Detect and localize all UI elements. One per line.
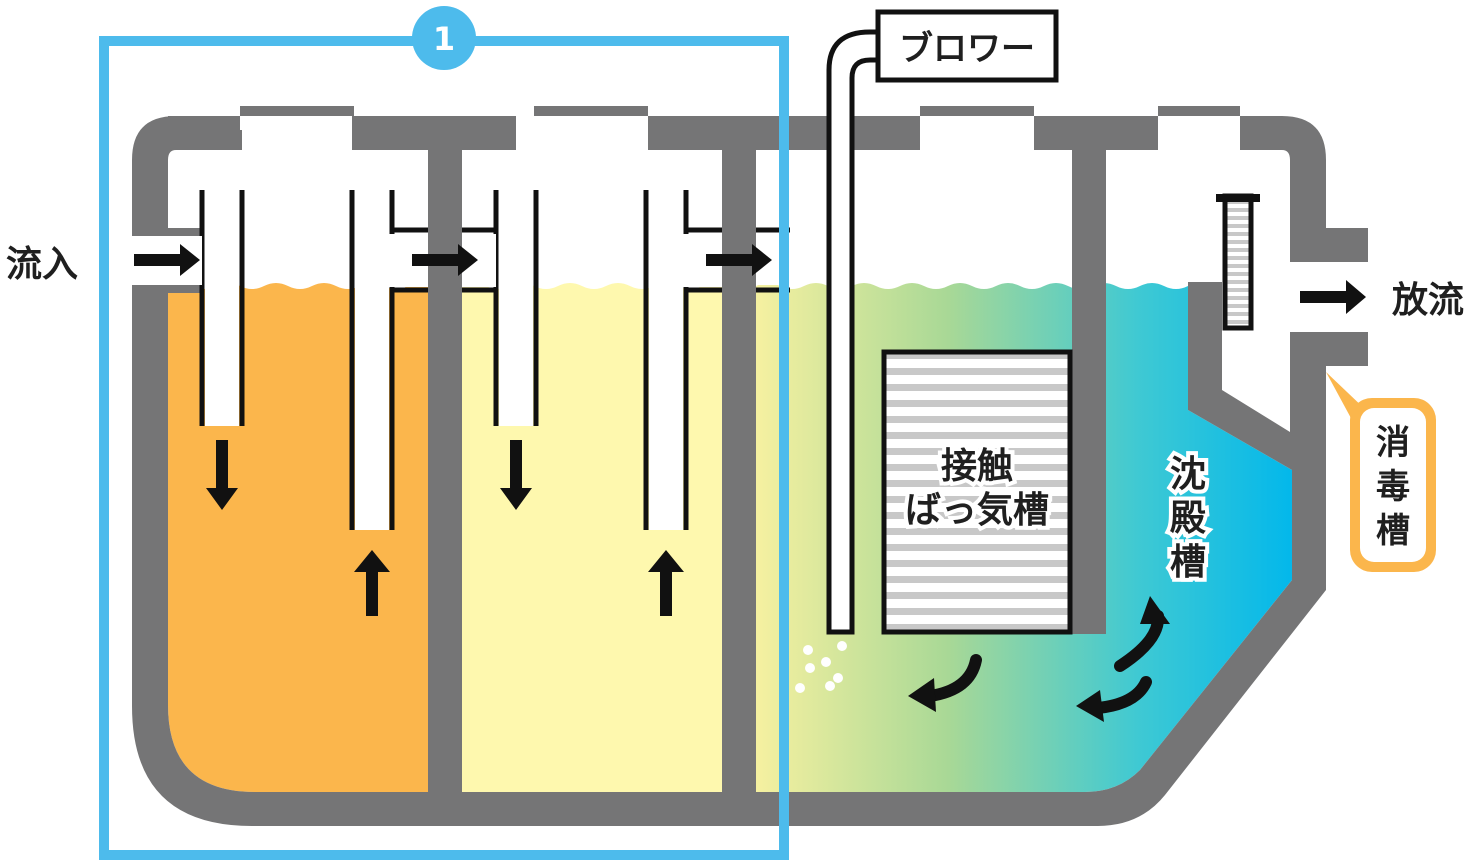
arrow-down-icon <box>500 440 532 510</box>
inlet-pipe-bottom <box>132 285 202 293</box>
lid-line <box>1158 106 1240 116</box>
flow-arrows <box>134 244 1366 616</box>
top-wall-segment <box>1034 116 1158 150</box>
disinfectant-tube-cap <box>1216 194 1260 202</box>
partition-3 <box>1072 150 1106 634</box>
contact-aeration-block: 接触 ばっ気槽 <box>881 349 1073 635</box>
sedimentation-char: 沈 <box>1170 454 1206 495</box>
inlet-pipe-top <box>132 228 202 236</box>
section-badge <box>412 6 476 70</box>
curved-arrow-icon <box>1092 676 1152 714</box>
inflow-label: 流入 <box>6 244 78 285</box>
tank-top-left-corner <box>132 116 222 228</box>
tank-top-right-corner <box>1240 116 1368 262</box>
disinfection-char: 槽 <box>1376 511 1410 551</box>
section-highlight: 1 <box>99 6 789 860</box>
sedimentation-char: 殿 <box>1170 498 1206 539</box>
disinfection-callout: 消 毒 槽 <box>1326 372 1436 572</box>
disinfection-char: 消 <box>1376 423 1410 463</box>
partition-1 <box>428 150 462 792</box>
contact-aeration-label-1: 接触 <box>941 446 1013 487</box>
lid-line <box>534 106 648 116</box>
lid-line <box>240 106 354 116</box>
air-bubbles <box>795 641 847 693</box>
pipe-interiors <box>168 150 786 530</box>
contact-media <box>881 349 1073 635</box>
disinfection-char: 毒 <box>1376 467 1410 507</box>
top-wall-segment <box>352 116 516 150</box>
curved-arrow-icon <box>924 654 982 702</box>
top-wall-segment <box>222 130 242 150</box>
blower-label: ブロワー <box>899 29 1035 69</box>
curved-arrow-heads <box>908 596 1170 722</box>
blower-label-box <box>875 9 1059 83</box>
right-outer-wall <box>1290 332 1326 462</box>
partition-2 <box>722 150 756 792</box>
arrow-right-icon <box>412 244 478 276</box>
arrow-up-icon <box>354 550 390 616</box>
sedimentation-label: 沈 殿 槽 <box>1166 450 1210 587</box>
disinfection-baffle <box>1188 282 1222 410</box>
section-badge-number: 1 <box>433 20 455 58</box>
outflow-label: 放流 <box>1392 280 1464 321</box>
arrow-right-icon <box>706 244 772 276</box>
arrow-right-icon <box>1300 280 1366 314</box>
blower-pipe: ブロワー <box>795 9 1059 693</box>
arrow-down-icon <box>206 440 238 510</box>
lid-line <box>920 106 1034 116</box>
contact-aeration-label-2: ばっ気槽 <box>905 490 1049 531</box>
pipe-outlines <box>199 190 790 530</box>
arrow-right-icon <box>134 244 200 276</box>
sedimentation-char: 槽 <box>1170 542 1206 583</box>
disinfectant-tablet-tube <box>1222 193 1254 331</box>
arrow-up-icon <box>648 550 684 616</box>
outlet-pipe-top <box>1290 228 1368 262</box>
